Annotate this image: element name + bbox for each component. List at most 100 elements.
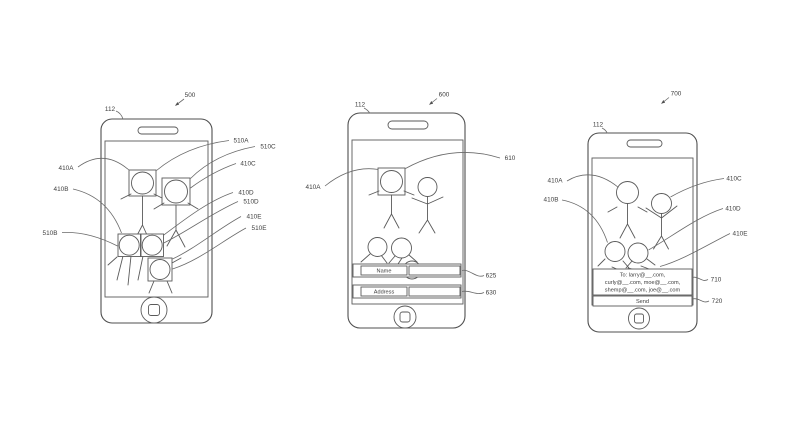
figure-number-600: 600 [439, 92, 450, 99]
home-button-square-icon [148, 304, 160, 316]
stick-figure-group-lower [107, 233, 182, 294]
face-circle [141, 234, 163, 256]
figure-number-500: 500 [185, 92, 196, 99]
callout-label-410b: 410B [544, 197, 559, 204]
callout-label-410c: 410C [726, 176, 742, 183]
callout-label-410e: 410E [247, 214, 262, 221]
leader-610 [405, 152, 501, 169]
address-label-cell [360, 286, 408, 297]
callout-labels-fig500: 112 500 410A 410B 510B 510A 510C 410C 41… [43, 92, 276, 237]
leader-720 [692, 298, 710, 303]
callout-label-510e: 510E [252, 225, 267, 232]
stick-figure-limbs [107, 255, 182, 294]
callout-label-410e: 410E [733, 231, 748, 238]
name-label-cell [360, 265, 408, 276]
leader-lines-fig700 [561, 97, 731, 303]
figure-number-arrow [175, 98, 185, 106]
face-circle [616, 181, 639, 204]
leader-510a [156, 140, 230, 171]
callout-label-510d: 510D [243, 199, 259, 206]
leader-410c [190, 163, 237, 189]
callout-label-630: 630 [486, 290, 497, 297]
leader-410d [163, 192, 234, 236]
face-circle [604, 241, 626, 262]
face-circle [131, 171, 154, 195]
face-circle [118, 234, 140, 256]
phone-screen [351, 139, 464, 305]
face-circle [391, 237, 412, 259]
leader-510d [163, 201, 239, 244]
send-button[interactable] [592, 295, 693, 307]
home-button-square-icon [634, 313, 644, 324]
face-circle [367, 237, 388, 257]
home-button-square-icon [399, 311, 411, 323]
stick-figure-limbs [645, 205, 678, 250]
address-field-label: Address [374, 290, 395, 296]
speaker-slot [626, 139, 663, 148]
callout-label-510c: 510C [260, 144, 276, 151]
to-recipients-field[interactable] [592, 268, 693, 296]
stick-figure-c [645, 193, 678, 250]
callout-label-410d: 410D [238, 190, 254, 197]
callout-label-710: 710 [711, 277, 722, 284]
stick-figure-limbs [597, 258, 656, 271]
leader-625 [461, 269, 485, 277]
stick-figure-limbs [153, 202, 199, 248]
callout-label-410c: 410C [240, 161, 256, 168]
callout-label-510a: 510A [234, 138, 250, 145]
face-circle [627, 242, 649, 264]
callout-label-720: 720 [712, 298, 723, 305]
phone-500 [100, 118, 213, 324]
leader-510b [61, 231, 118, 247]
callout-label-610: 610 [505, 155, 516, 162]
device-label-112: 112 [105, 106, 116, 113]
leader-710 [692, 276, 709, 281]
to-line-2: curly@__.com, moe@__.com, [605, 280, 681, 286]
leader-410a [324, 168, 379, 187]
face-circle [164, 179, 188, 204]
stick-figure-limbs [607, 203, 648, 239]
name-input-cell[interactable] [408, 265, 461, 276]
leader-410b [561, 199, 608, 243]
address-input-cell[interactable] [408, 286, 461, 297]
stick-figure-limbs [411, 196, 444, 234]
leader-410a [77, 157, 130, 171]
figure-number-arrow [429, 98, 438, 105]
leader-410e [172, 216, 242, 260]
callout-label-510b: 510B [43, 230, 58, 237]
face-circle [417, 177, 438, 197]
leader-410a [566, 174, 619, 188]
stick-figure-c [153, 177, 199, 248]
stick-figure-limbs [360, 253, 418, 265]
to-line-1: To: larry@__.com, [620, 272, 666, 278]
callout-label-410a: 410A [548, 178, 564, 185]
face-circle [149, 259, 171, 280]
send-button-label: Send [636, 299, 649, 305]
face-circle [380, 170, 403, 193]
figure-number-700: 700 [671, 91, 682, 98]
leader-112 [601, 127, 608, 134]
leader-410d [648, 208, 724, 251]
callout-label-410a: 410A [59, 165, 75, 172]
callout-label-625: 625 [486, 273, 497, 280]
stick-figure-a [120, 169, 165, 245]
callout-label-410d: 410D [725, 206, 741, 213]
device-label-112: 112 [355, 102, 366, 109]
leader-510e [172, 227, 247, 270]
callout-labels-fig600: 112 600 410A 610 625 630 [306, 92, 516, 297]
stick-figure-a [607, 181, 648, 239]
leader-112 [115, 110, 124, 120]
contact-form: Name Address [352, 263, 462, 299]
leader-112 [363, 107, 371, 114]
speaker-slot [387, 120, 429, 130]
callout-label-410a: 410A [306, 184, 322, 191]
device-label-112: 112 [593, 122, 604, 129]
to-line-3: shemp@__.com, joe@__.com [605, 288, 681, 294]
stick-figure-group-lower [597, 241, 656, 271]
phone-700: To: larry@__.com, curly@__.com, moe@__.c… [587, 132, 698, 333]
stick-figure-c [411, 177, 444, 234]
callout-labels-fig700: 112 700 410A 410B 410C 410D 410E 710 720 [544, 91, 748, 306]
leader-510c [190, 146, 256, 179]
